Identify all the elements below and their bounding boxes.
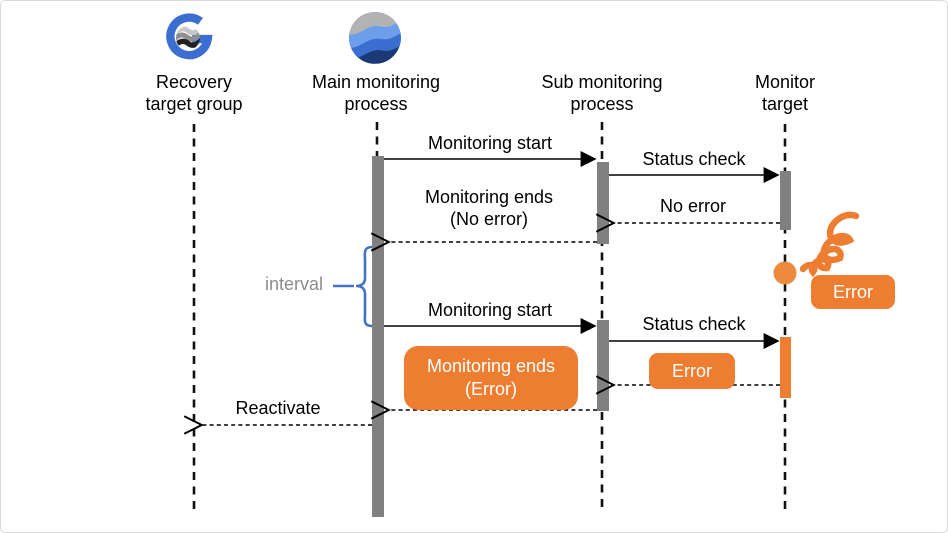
activation-bar-sub-2 [597, 320, 609, 411]
lifeline-label-recovery-target-group: Recovery target group [145, 71, 242, 115]
label-line: Error [833, 281, 873, 302]
activation-bar-target-error [780, 337, 791, 398]
activation-bar-target-1 [780, 171, 791, 230]
message-label-monitoring-start-2: Monitoring start [427, 300, 553, 320]
label-line: Sub monitoring [541, 72, 663, 92]
label-line: (No error) [449, 209, 529, 229]
monitoring-ends-error-box: Monitoring ends (Error) [404, 346, 578, 410]
interval-label: interval [264, 274, 324, 294]
label-line: Recovery [155, 72, 233, 92]
lifeline-label-main-monitoring-process: Main monitoring process [312, 71, 440, 115]
message-label-no-error: No error [659, 196, 727, 216]
activation-bar-main [372, 156, 384, 517]
label-line: Main monitoring [311, 72, 441, 92]
error-coil-doodle-icon [799, 211, 860, 278]
label-line: target [761, 94, 809, 114]
label-line: Monitor [754, 72, 816, 92]
label-line: Error [672, 360, 712, 381]
recovery-group-logo-icon [166, 13, 213, 60]
error-reply-box: Error [649, 353, 735, 389]
label-line: (Error) [465, 379, 517, 399]
error-point-dot-icon [773, 261, 797, 285]
activation-bar-sub-1 [597, 162, 609, 244]
message-label-status-check-2: Status check [642, 314, 746, 334]
interval-brace [333, 245, 373, 328]
message-label-monitoring-ends-no-error: Monitoring ends (No error) [425, 186, 553, 230]
error-annotation-box: Error [811, 275, 895, 309]
label-line: Monitoring ends [426, 356, 556, 376]
message-label-monitoring-start-1: Monitoring start [427, 133, 553, 153]
label-line: Monitoring ends [424, 187, 554, 207]
monitoring-wave-sphere-logo-icon [349, 12, 401, 64]
label-line: target group [145, 94, 243, 114]
lifeline-label-monitor-target: Monitor target [755, 71, 815, 115]
label-line: process [570, 94, 634, 114]
lifeline-label-sub-monitoring-process: Sub monitoring process [541, 71, 662, 115]
message-label-status-check-1: Status check [642, 149, 746, 169]
message-label-reactivate: Reactivate [235, 398, 321, 418]
label-line: process [344, 94, 408, 114]
